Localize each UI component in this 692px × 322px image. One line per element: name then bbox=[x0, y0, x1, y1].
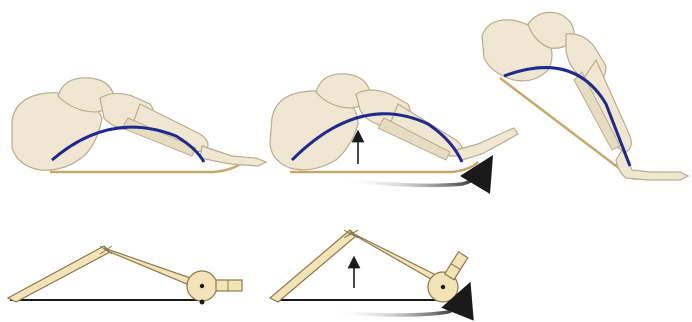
truss-rear-strut bbox=[270, 230, 356, 302]
phalanges-bones bbox=[200, 146, 266, 166]
windlass-axle bbox=[441, 285, 445, 289]
phalanges-bones bbox=[456, 128, 518, 160]
plantar-fascia-line bbox=[50, 164, 240, 172]
foot-heel-raise-panel bbox=[482, 12, 688, 180]
base-anchor-point bbox=[200, 300, 205, 305]
truss-neutral-model bbox=[8, 246, 242, 305]
windlass-handle bbox=[445, 252, 468, 280]
windlass-axle bbox=[200, 284, 204, 288]
foot-toe-extension-panel bbox=[270, 74, 518, 186]
windlass-handle bbox=[216, 280, 242, 291]
truss-rear-strut bbox=[8, 246, 110, 302]
truss-windlass-model bbox=[270, 230, 468, 315]
foot-neutral-panel bbox=[12, 78, 266, 172]
arch-line bbox=[504, 68, 630, 166]
